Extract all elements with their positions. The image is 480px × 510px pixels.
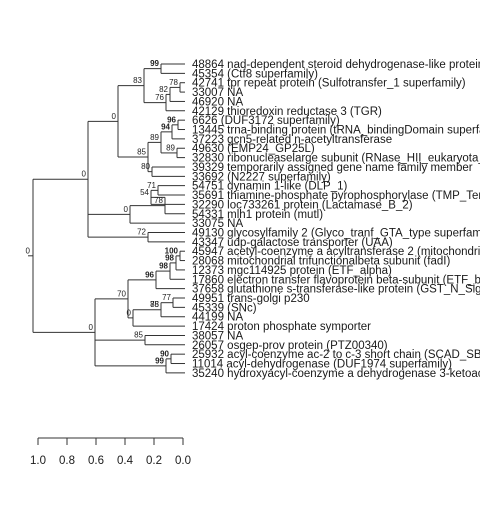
tip-label: 33692 (N2227 superfamily) <box>192 171 331 183</box>
scale-tick-label: 0.6 <box>88 455 104 467</box>
support-value: 80 <box>141 162 150 171</box>
support-value: 0 <box>82 170 87 179</box>
support-value: 70 <box>117 289 126 298</box>
tip-label: 12373 mgc114925 protein (ETF_alpha) <box>192 265 392 277</box>
tip-label: 46920 NA <box>192 96 243 108</box>
support-value: 99 <box>150 59 159 68</box>
tip-label: 48864 nad-dependent steroid dehydrogenas… <box>192 59 480 71</box>
support-value: 0 <box>112 112 117 121</box>
support-value: 89 <box>150 133 159 142</box>
tip-label: 44199 NA <box>192 312 243 324</box>
support-value: 71 <box>147 181 156 190</box>
tip-label: 49630 (EMP24_GP25L) <box>192 143 315 155</box>
tip-label: 13445 trna-binding protein (tRNA_binding… <box>192 125 480 137</box>
support-value: 96 <box>145 270 154 279</box>
scale-tick-label: 0.4 <box>117 455 134 467</box>
tip-label: 43347 udp-galactose transporter (UAA) <box>192 237 393 249</box>
support-value: 85 <box>137 148 146 157</box>
support-value: 89 <box>166 143 175 152</box>
tip-labels: 48864 nad-dependent steroid dehydrogenas… <box>192 59 480 380</box>
tip-label: 45339 (SNc) <box>192 302 257 314</box>
scale-tick-label: 1.0 <box>30 455 46 467</box>
support-value: 0 <box>89 323 94 332</box>
support-value: 82 <box>159 85 168 94</box>
support-value: 83 <box>133 76 142 85</box>
support-value: 100 <box>165 246 179 255</box>
support-value: 0 <box>124 205 129 214</box>
tip-label: 42129 thioredoxin reductase 3 (TGR) <box>192 106 382 118</box>
support-value: 78 <box>154 196 163 205</box>
support-value: 94 <box>161 122 170 131</box>
scale-tick-label: 0.2 <box>146 455 162 467</box>
tip-label: 49951 trans-golgi p230 <box>192 293 310 305</box>
tip-label: 33007 NA <box>192 87 243 99</box>
tip-label: 17424 proton phosphate symporter <box>192 321 371 333</box>
support-value: 78 <box>169 78 178 87</box>
support-value: 0 <box>127 308 132 317</box>
tip-label: 32290 loc733261 protein (Lactamase_B_2) <box>192 199 413 211</box>
tip-label: 35691 thiamine-phosphate pyrophosphoryla… <box>192 190 480 202</box>
support-value: 0 <box>26 246 31 255</box>
tip-label: 37658 glutathione s-transferase-like pro… <box>192 284 480 296</box>
support-value: 90 <box>160 349 169 358</box>
tip-label: 45354 (Ctf8 superfamily) <box>192 68 318 80</box>
support-value: 99 <box>155 356 164 365</box>
tip-label: 33075 NA <box>192 218 243 230</box>
support-value: 78 <box>150 300 159 309</box>
support-values: 9978827683969489898085071547807201009898… <box>26 59 179 365</box>
support-value: 85 <box>134 331 143 340</box>
support-value: 54 <box>140 188 149 197</box>
support-value: 98 <box>165 253 174 262</box>
support-value: 76 <box>155 93 164 102</box>
tip-label: 17860 electron transfer flavoprotein bet… <box>192 274 480 286</box>
tree-branches <box>28 63 185 374</box>
tip-label: 54331 mlh1 protein (mutl) <box>192 209 323 221</box>
tip-label: 6626 (DUF3172 superfamily) <box>192 115 340 127</box>
support-value: 77 <box>162 293 171 302</box>
tip-label: 49130 glycosylfamily 2 (Glyco_tranf_GTA_… <box>192 227 480 239</box>
support-value: 72 <box>137 228 146 237</box>
scale-tick-label: 0.0 <box>175 455 191 467</box>
tip-label: 28068 mitochondrial trifunctionalbeta su… <box>192 256 450 268</box>
tip-label: 54751 dynamin 1-like (DLP_1) <box>192 181 348 193</box>
tip-label: 45947 acetyl-coenzyme a acyltransferase … <box>192 246 480 258</box>
tip-label: 39329 temporarily assigned gene name fam… <box>192 162 473 174</box>
support-value: 85 <box>150 300 159 309</box>
scale-tick-label: 0.8 <box>59 455 75 467</box>
tip-label: 37223 gcn5-related n-acetyltransferase <box>192 134 392 146</box>
tip-label: 26057 osgep-prov protein (PTZ00340) <box>192 340 388 352</box>
tip-label: 25932 acyl-coenzyme ac-2 to c-3 short ch… <box>192 349 480 361</box>
support-value: 96 <box>167 115 176 124</box>
support-value: 98 <box>159 262 168 271</box>
tip-label: 38057 NA <box>192 330 243 342</box>
tip-label: 32830 ribonucleaselarge subunit (RNase_H… <box>192 153 480 165</box>
tip-label: 11014 acyl-dehydrogenase (DUF1974 superf… <box>192 359 452 371</box>
distance-scale-axis: 1.0 0.8 0.6 0.4 0.2 0.0 <box>30 437 191 467</box>
tip-label: 35240 hydroxyacyl-coenzyme a dehydrogena… <box>192 368 480 380</box>
tip-label: 42741 tpr repeat protein (Sulfotransfer_… <box>192 78 466 90</box>
